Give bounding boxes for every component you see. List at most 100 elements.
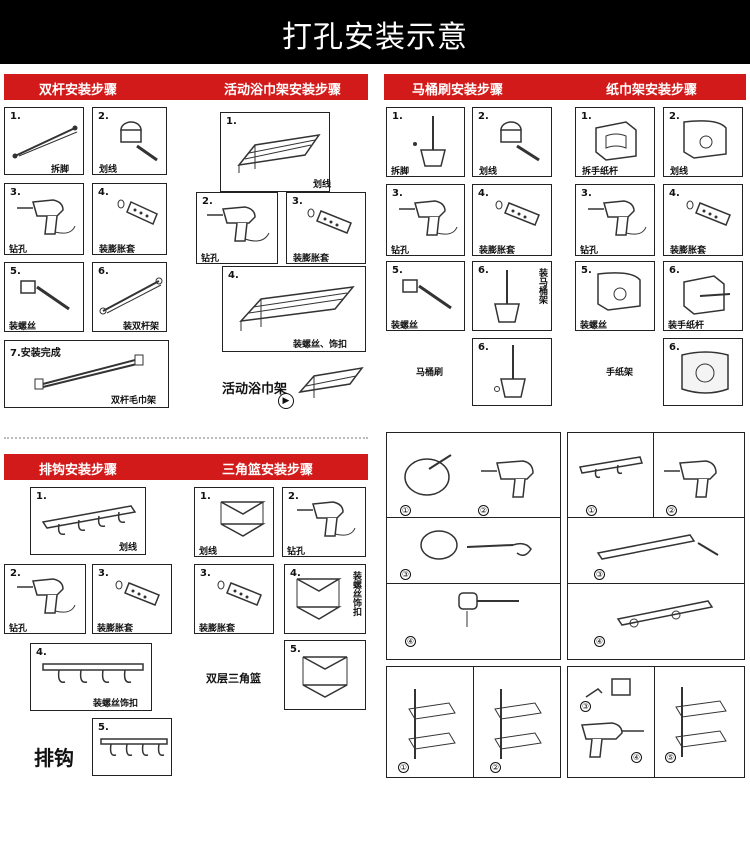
step-caption: 拆脚 xyxy=(51,165,70,175)
corner-basket-final-label: 双层三角篮 xyxy=(206,672,261,685)
step-number: 3. xyxy=(292,196,303,207)
step-number: 5. xyxy=(10,266,21,277)
hook-rail-icon xyxy=(100,738,168,757)
drill-icon xyxy=(399,200,458,236)
step-caption: 划线 xyxy=(479,167,498,177)
double-bar-step-6: 6. 装双杆架 xyxy=(92,262,167,332)
header-brush-paper: 马桶刷安装步骤 纸巾架安装步骤 xyxy=(384,74,746,100)
step-number: 3. xyxy=(392,188,403,199)
corner-basket-step-5: 5. xyxy=(284,640,366,710)
marker-pen-icon xyxy=(500,121,540,162)
step-number: 3. xyxy=(581,188,592,199)
corner-basket-step-2: 2. 钻孔 xyxy=(282,487,366,557)
towel-bar-mount-icon xyxy=(99,277,163,315)
step-caption: 装螺丝 xyxy=(391,321,419,331)
diagram-panel-b xyxy=(567,432,745,660)
paper-holder-final-label: 手纸架 xyxy=(606,368,634,378)
step-caption: 装螺丝 xyxy=(580,321,608,331)
shelf-unit-icon xyxy=(675,687,727,757)
drill-icon xyxy=(581,722,644,758)
diagram-panel-a xyxy=(386,432,561,660)
step-marker: ④ xyxy=(631,752,642,763)
toilet-brush-step-5: 5. 装螺丝 xyxy=(386,261,465,331)
double-bar-step-3: 3. 钻孔 xyxy=(4,183,84,255)
hook-step-1: 1. 划线 xyxy=(30,487,146,555)
screwdriver-icon xyxy=(20,280,70,311)
double-bar-step-2: 2. 划线 xyxy=(92,107,167,175)
step-caption: 双杆毛巾架 xyxy=(111,396,157,406)
anchor-sleeve-icon xyxy=(495,200,540,226)
marker-pen-icon xyxy=(120,121,158,162)
toilet-brush-final-label: 马桶刷 xyxy=(416,368,444,378)
step-number: 2. xyxy=(10,568,21,579)
paper-holder-step-5: 5. 装螺丝 xyxy=(575,261,655,331)
shelf-unit-icon xyxy=(408,689,456,759)
step-marker: ⑤ xyxy=(665,752,676,763)
drill-icon xyxy=(481,460,534,498)
step-number: 1. xyxy=(36,491,47,502)
hook-rail-icon xyxy=(596,534,719,560)
step-caption: 划线 xyxy=(199,547,218,557)
towel-bar-parts-icon xyxy=(12,125,78,159)
toilet-brush-step-4: 4. 装膨胀套 xyxy=(472,184,552,256)
drill-icon xyxy=(297,501,356,537)
step-number: 5. xyxy=(98,722,109,733)
step-caption: 装膨胀套 xyxy=(293,254,330,264)
paper-holder-icon xyxy=(595,121,637,161)
step-number: 5. xyxy=(392,265,403,276)
paper-holder-header: 纸巾架安装步骤 xyxy=(606,83,698,98)
hook-rail-icon xyxy=(42,663,144,683)
paper-holder-icon xyxy=(683,120,727,159)
towel-rack-final-label: 活动浴巾架 xyxy=(222,382,288,397)
step-caption: 钻孔 xyxy=(201,254,220,264)
step-number: 7.安装完成 xyxy=(10,348,61,359)
drill-icon xyxy=(664,460,717,498)
step-marker: ④ xyxy=(594,636,605,647)
double-bar-step-1: 1. 拆脚 xyxy=(4,107,84,175)
step-caption: 拆手纸杆 xyxy=(582,167,619,177)
step-caption: 装马桶架 xyxy=(537,268,547,304)
step-marker: ① xyxy=(400,505,411,516)
drill-icon xyxy=(588,200,647,236)
step-marker: ② xyxy=(478,505,489,516)
step-number: 3. xyxy=(200,568,211,579)
separator xyxy=(4,437,368,439)
title-bar: 打孔安装示意 xyxy=(0,0,750,64)
hook-step-2: 2. 钻孔 xyxy=(4,564,86,634)
step-number: 2. xyxy=(202,196,213,207)
step-caption: 装螺丝、饰扣 xyxy=(293,340,348,350)
diagram-panel-c xyxy=(386,666,561,778)
step-number: 2. xyxy=(98,111,109,122)
paper-holder-step-1: 1. 拆手纸杆 xyxy=(575,107,655,177)
step-number: 6. xyxy=(478,265,489,276)
step-marker: ① xyxy=(398,762,409,773)
step-number: 5. xyxy=(290,644,301,655)
corner-basket-header: 三角篮安装步骤 xyxy=(222,463,314,478)
step-number: 3. xyxy=(10,187,21,198)
anchor-sleeve-icon xyxy=(217,580,262,606)
step-caption: 装螺丝饰扣 xyxy=(351,571,361,616)
step-caption: 装螺丝饰扣 xyxy=(93,699,139,709)
corner-basket-step-1: 1. 划线 xyxy=(194,487,274,557)
step-marker: ② xyxy=(666,505,677,516)
corner-basket-step-3: 3. 装膨胀套 xyxy=(194,564,274,634)
step-marker: ③ xyxy=(580,701,591,712)
hook-rail-icon xyxy=(41,505,137,536)
hook-mount-icon xyxy=(458,592,519,627)
screwdriver-icon xyxy=(402,279,452,310)
diagram-panel-d xyxy=(567,666,745,778)
hook-rail-icon xyxy=(616,600,714,628)
toilet-brush-step-2: 2. 划线 xyxy=(472,107,552,177)
step-number: 1. xyxy=(226,116,237,127)
paper-holder-step-3: 3. 钻孔 xyxy=(575,184,655,256)
step-caption: 钻孔 xyxy=(580,246,599,256)
shelf-rack-icon xyxy=(237,133,321,173)
paper-holder-step-4: 4. 装膨胀套 xyxy=(663,184,743,256)
step-caption: 划线 xyxy=(119,543,138,553)
step-number: 1. xyxy=(200,491,211,502)
step-marker: ② xyxy=(490,762,501,773)
toilet-brush-header: 马桶刷安装步骤 xyxy=(412,83,504,98)
toilet-brush-step-1: 1. 拆脚 xyxy=(386,107,465,177)
step-marker: ④ xyxy=(405,636,416,647)
toilet-brush-step-6: 6. 装马桶架 xyxy=(472,261,552,331)
